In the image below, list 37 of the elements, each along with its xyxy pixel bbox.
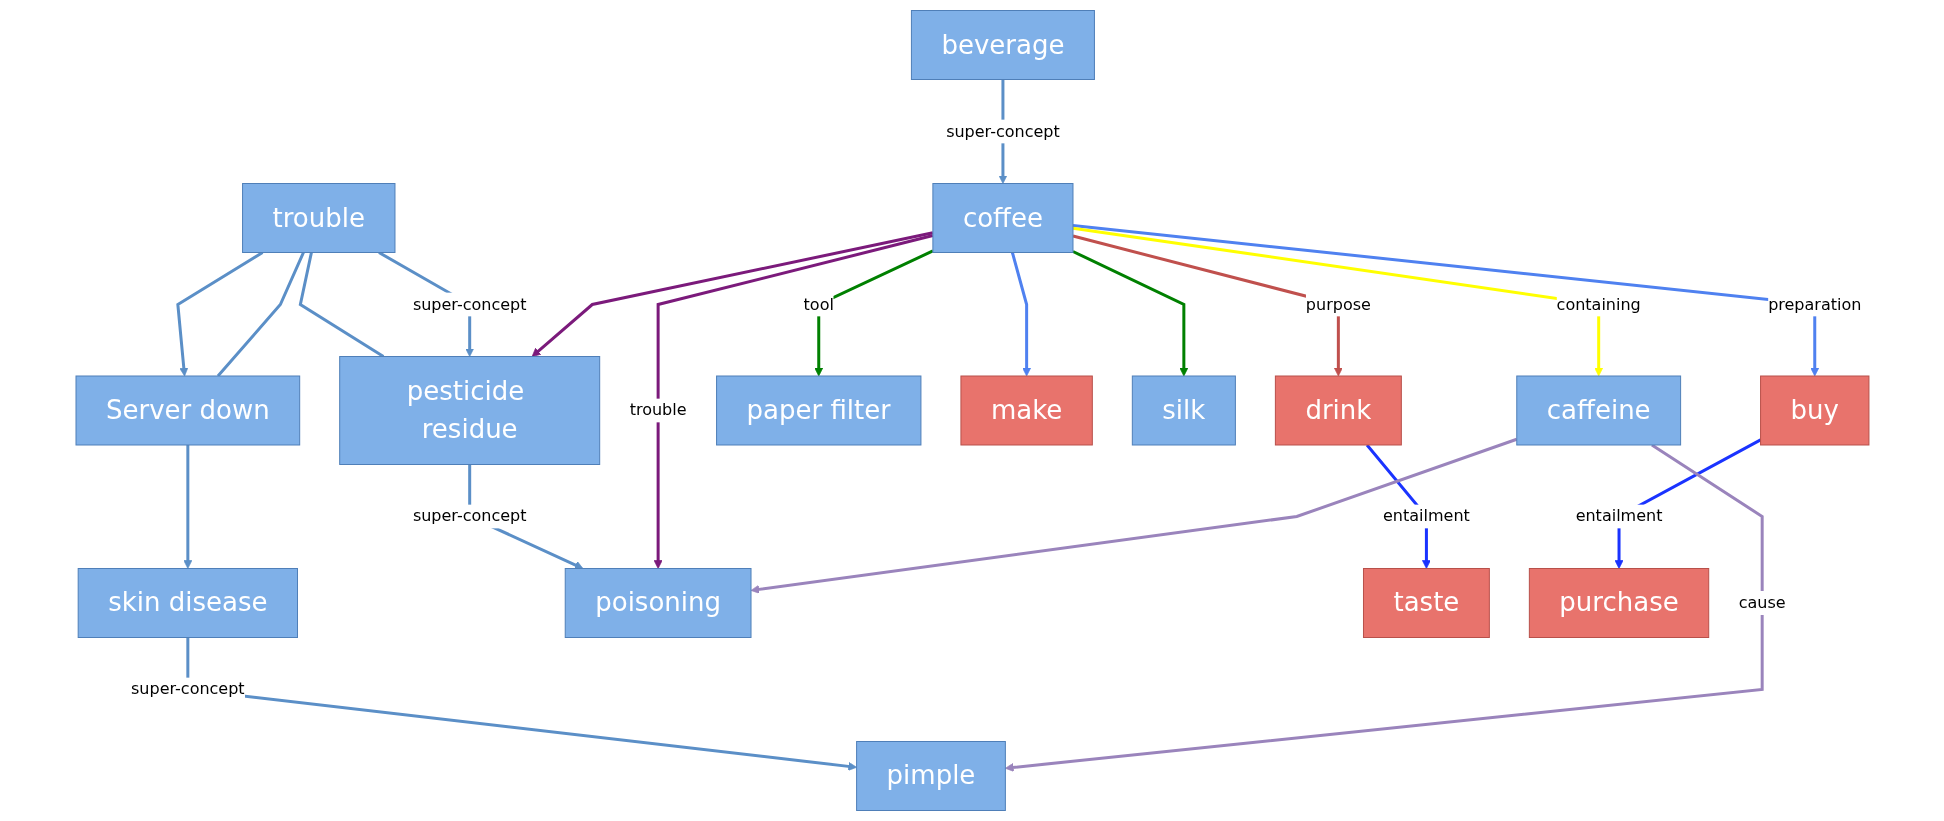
arrow xyxy=(185,637,857,771)
edge-label: super-concept xyxy=(412,294,527,314)
arrow xyxy=(182,445,192,569)
node-box: poisoning xyxy=(564,568,752,638)
edge-label: entailment xyxy=(1575,506,1662,526)
node-box: pimple xyxy=(855,741,1006,811)
connector xyxy=(216,251,305,377)
node-box: caffeine xyxy=(1515,375,1681,446)
node-box: buy xyxy=(1759,375,1869,446)
arrow xyxy=(1071,250,1188,377)
edge-label: super-concept xyxy=(945,121,1060,141)
node-box: trouble xyxy=(241,183,395,253)
node-box: beverage xyxy=(910,10,1095,80)
edge-label: preparation xyxy=(1767,294,1861,314)
edge-label: trouble xyxy=(629,400,687,420)
node-box: pesticide residue xyxy=(338,356,600,465)
edge-label: purpose xyxy=(1305,294,1371,314)
edge-label: super-concept xyxy=(412,506,527,526)
arrow xyxy=(531,231,933,357)
node-box: make xyxy=(959,375,1093,446)
edge-label: entailment xyxy=(1382,506,1470,526)
edge-label: cause xyxy=(1738,593,1786,612)
node-box: paper filter xyxy=(715,375,921,446)
node-box: skin disease xyxy=(77,568,298,638)
arrow xyxy=(1010,252,1031,377)
edge-label: super-concept xyxy=(130,679,245,699)
node-box: Server down xyxy=(75,375,300,446)
edge-label: tool xyxy=(803,294,834,314)
node-box: coffee xyxy=(931,183,1073,253)
edge-label: containing xyxy=(1556,294,1641,314)
arrow xyxy=(175,251,263,377)
connector xyxy=(298,252,384,358)
node-box: drink xyxy=(1274,375,1402,446)
node-box: purchase xyxy=(1528,568,1709,638)
arrow xyxy=(750,437,1517,594)
node-box: silk xyxy=(1131,375,1236,446)
node-box: taste xyxy=(1362,568,1490,638)
